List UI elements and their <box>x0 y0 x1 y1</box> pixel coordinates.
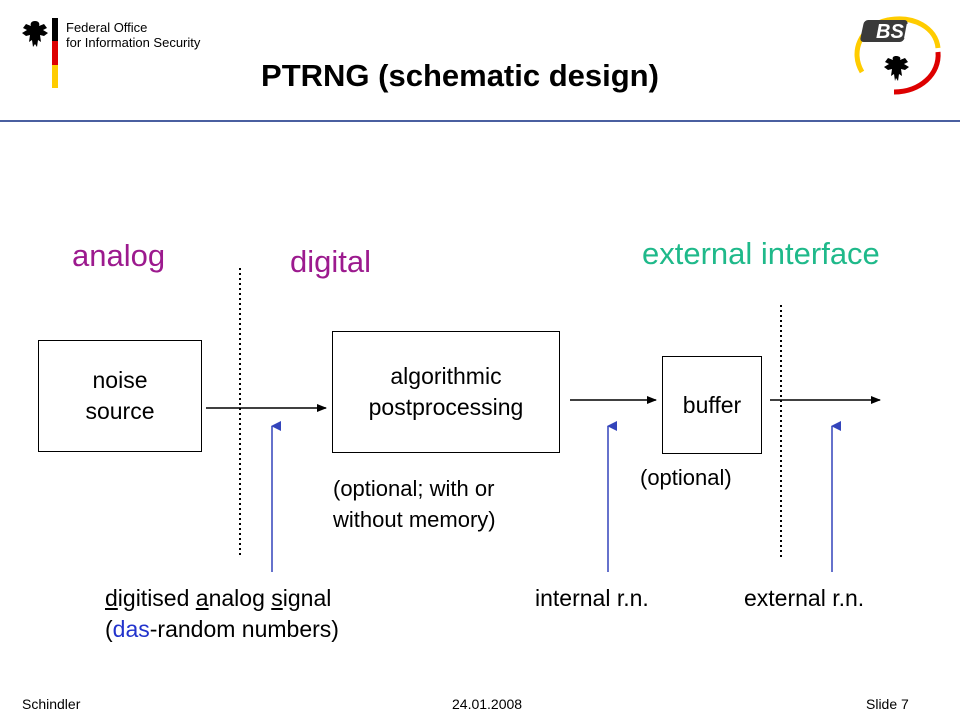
postprocessing-box: algorithmic postprocessing <box>332 331 560 453</box>
org-line-2: for Information Security <box>66 35 201 50</box>
postprocessing-note: (optional; with or without memory) <box>333 473 496 535</box>
das-line-1: digitised analog signal <box>105 583 339 614</box>
das-line-2: (das-random numbers) <box>105 614 339 645</box>
buffer-box-label: buffer <box>682 391 742 418</box>
das-paren: ( <box>105 616 113 642</box>
buffer-note: (optional) <box>640 465 732 490</box>
das-letter-s: s <box>271 585 283 611</box>
federal-eagle-icon <box>22 21 48 47</box>
bsi-logo: BSI <box>854 16 941 95</box>
footer-author: Schindler <box>22 696 81 712</box>
bsi-logo-text: BSI <box>876 21 910 43</box>
das-abbreviation: das <box>112 616 150 642</box>
algo-box-line-1: algorithmic <box>390 363 502 389</box>
algo-note-line-2: without memory) <box>333 507 496 532</box>
german-flag-stripes <box>52 18 58 88</box>
das-letter-a: a <box>195 585 209 611</box>
footer-slide-number: Slide 7 <box>866 696 909 712</box>
title-divider <box>0 120 960 122</box>
das-text-3: ignal <box>282 585 332 611</box>
page-title: PTRNG (schematic design) <box>261 58 659 93</box>
noise-box-line-2: source <box>85 398 155 424</box>
internal-rn-label: internal r.n. <box>535 585 649 611</box>
das-label: digitised analog signal (das-random numb… <box>105 583 339 645</box>
buffer-box: buffer <box>662 356 762 454</box>
label-external-interface: external interface <box>642 236 880 271</box>
label-analog: analog <box>72 238 166 273</box>
organization-name: Federal Office for Information Security <box>66 20 200 50</box>
bsi-eagle-icon <box>884 56 909 81</box>
noise-box-line-1: noise <box>92 367 148 393</box>
das-text-2: nalog <box>208 585 272 611</box>
das-letter-d: d <box>105 585 118 611</box>
algo-note-line-1: (optional; with or <box>333 476 495 501</box>
noise-source-box: noise source <box>38 340 202 452</box>
org-line-1: Federal Office <box>66 20 148 35</box>
label-digital: digital <box>290 244 371 279</box>
footer-date: 24.01.2008 <box>452 696 523 712</box>
das-text-4: -random numbers) <box>149 616 339 642</box>
das-text-1: igitised <box>117 585 196 611</box>
algo-box-line-2: postprocessing <box>368 394 524 420</box>
external-rn-label: external r.n. <box>744 585 865 611</box>
